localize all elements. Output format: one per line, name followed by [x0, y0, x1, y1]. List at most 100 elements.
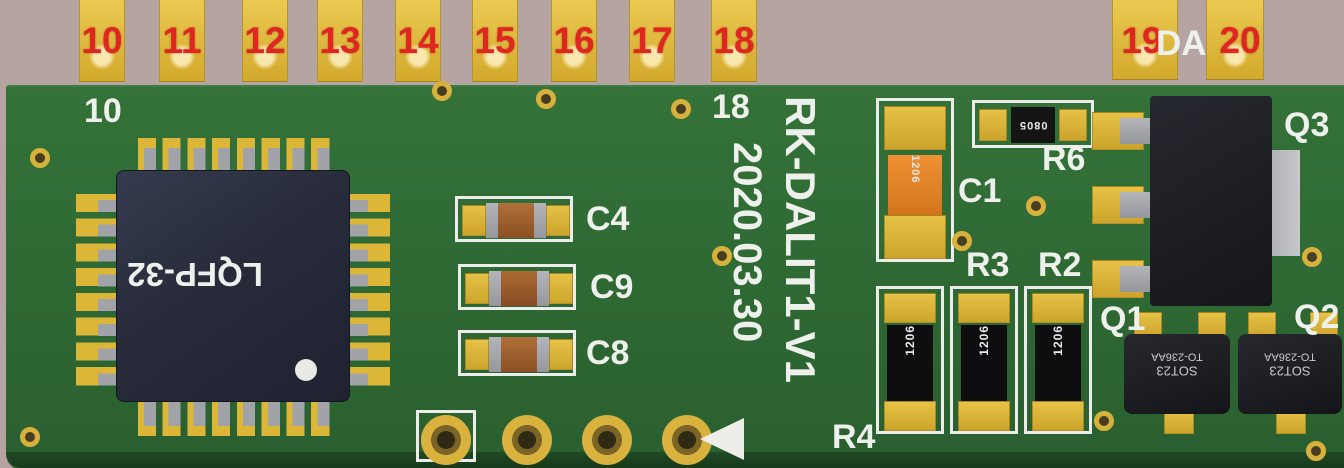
capacitor-c4: [455, 196, 573, 242]
c8-body: [501, 337, 537, 372]
r3-body: 1206: [961, 325, 1007, 401]
r3-pad-top: [958, 293, 1010, 323]
via: [1094, 411, 1114, 431]
r2-body: 1206: [1035, 325, 1081, 401]
silk-r4: R4: [832, 418, 876, 456]
silk-c4: C4: [586, 200, 630, 238]
c8-terminal-right: [537, 337, 549, 372]
via: [1026, 196, 1046, 216]
c9-pad-left: [465, 273, 489, 304]
edge-pad-11: [159, 0, 205, 82]
c9-terminal-left: [489, 271, 501, 306]
q2-marking-line1: SOT23: [1269, 363, 1311, 379]
c1-marking: 1206: [909, 155, 921, 184]
c8-pad-left: [465, 339, 489, 370]
edge-pad-17: [629, 0, 675, 82]
silk-q1: Q1: [1100, 300, 1146, 338]
pad-number-10: 10: [81, 20, 123, 61]
pad-number-20: 20: [1219, 20, 1261, 61]
r3-marking: 1206: [977, 325, 991, 356]
c4-body: [498, 203, 534, 238]
silk-c9: C9: [590, 268, 634, 306]
r2-pad-top: [1032, 293, 1084, 323]
silk-r2: R2: [1038, 246, 1082, 284]
silk-pin10: 10: [84, 92, 122, 130]
edge-pad-20: [1206, 0, 1264, 80]
c9-pad-right: [549, 273, 573, 304]
silk-q2: Q2: [1294, 298, 1340, 336]
edge-pad-18: [711, 0, 757, 82]
chip-body: LQFP-32: [116, 170, 350, 402]
silk-c1: C1: [958, 172, 1002, 210]
capacitor-c8: [458, 330, 576, 376]
q2-marking-line2: TO-236AA: [1264, 350, 1316, 363]
r6-pad-left: [979, 109, 1007, 141]
edge-pad-19: [1112, 0, 1178, 80]
c4-terminal-right: [534, 203, 546, 238]
q1-pad-2: [1198, 312, 1226, 338]
c1-body: 1206: [888, 155, 942, 221]
c4-pad-left: [462, 205, 486, 236]
r2-pad-bottom: [1032, 401, 1084, 431]
edge-pad-15: [472, 0, 518, 82]
via: [30, 148, 50, 168]
mounting-hole-3: [582, 415, 632, 465]
pad-number-19: 19: [1121, 20, 1163, 61]
pad-number-15: 15: [474, 20, 516, 61]
c8-terminal-left: [489, 337, 501, 372]
pad-number-18: 18: [713, 20, 755, 61]
c8-pad-right: [549, 339, 573, 370]
silk-r6: R6: [1042, 140, 1086, 178]
c1-pad-top: [884, 106, 946, 150]
r4-pad-bottom: [884, 401, 936, 431]
resistor-r4: 1206: [876, 286, 944, 434]
c1-pad-bottom: [884, 215, 946, 259]
resistor-r2: 1206: [1024, 286, 1092, 434]
silk-arrow-icon: [700, 418, 744, 460]
pad-number-13: 13: [319, 20, 361, 61]
pad-number-14: 14: [397, 20, 439, 61]
pad-number-16: 16: [553, 20, 595, 61]
r6-body: 0805: [1011, 107, 1055, 143]
c4-terminal-left: [486, 203, 498, 238]
silk-r3: R3: [966, 246, 1010, 284]
transistor-q1: SOT23 TO-236AA: [1124, 334, 1230, 414]
edge-pad-10: [79, 0, 125, 82]
capacitor-c1: 1206: [876, 98, 954, 262]
via: [536, 89, 556, 109]
pad-number-17: 17: [631, 20, 673, 61]
r4-pad-top: [884, 293, 936, 323]
via: [1306, 441, 1326, 461]
edge-pad-14: [395, 0, 441, 82]
via: [952, 231, 972, 251]
q2-pad-2: [1310, 312, 1338, 338]
silk-board-name: RK-DALIT1-V1: [777, 96, 824, 384]
r6-pad-right: [1059, 109, 1087, 141]
silk-da-label: DA: [1156, 24, 1207, 63]
c9-terminal-right: [537, 271, 549, 306]
transistor-q3: [1150, 96, 1272, 306]
chip-label: LQFP-32: [127, 256, 263, 293]
silk-c8: C8: [586, 334, 630, 372]
resistor-r6: 0805: [972, 100, 1094, 148]
resistor-r3: 1206: [950, 286, 1018, 434]
via: [712, 246, 732, 266]
pad-number-12: 12: [244, 20, 286, 61]
chip-pin1-dot: [295, 359, 317, 381]
silk-pin18: 18: [712, 88, 750, 126]
r4-body: 1206: [887, 325, 933, 401]
edge-pad-13: [317, 0, 363, 82]
r6-marking: 0805: [1018, 119, 1048, 131]
q1-marking-line2: TO-236AA: [1151, 350, 1203, 363]
edge-pad-16: [551, 0, 597, 82]
pad-number-11: 11: [162, 20, 202, 61]
mounting-hole-1: [421, 415, 471, 465]
edge-pad-12: [242, 0, 288, 82]
silk-q3: Q3: [1284, 106, 1330, 144]
via: [1302, 247, 1322, 267]
r2-marking: 1206: [1051, 325, 1065, 356]
mounting-hole-2: [502, 415, 552, 465]
transistor-q2: SOT23 TO-236AA: [1238, 334, 1342, 414]
c9-body: [501, 271, 537, 306]
